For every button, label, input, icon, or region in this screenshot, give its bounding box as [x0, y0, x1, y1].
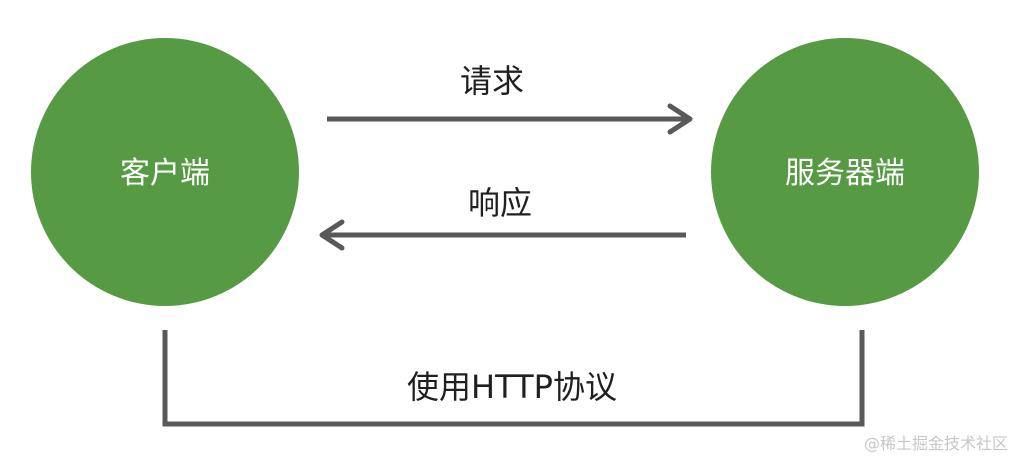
client-circle	[31, 38, 299, 306]
client-node: 客户端	[31, 38, 299, 306]
server-circle	[711, 38, 979, 306]
request-arrowhead-icon	[667, 103, 693, 135]
request-label: 请求	[460, 62, 524, 100]
response-edge: 响应	[319, 184, 686, 251]
protocol-edge: 使用HTTP协议	[162, 330, 865, 427]
response-label: 响应	[468, 184, 532, 222]
protocol-connector	[162, 330, 865, 427]
protocol-label: 使用HTTP协议	[407, 368, 617, 406]
server-label: 服务器端	[785, 156, 905, 191]
client-label: 客户端	[120, 156, 210, 191]
response-arrowhead-icon	[319, 219, 345, 251]
server-node: 服务器端	[711, 38, 979, 306]
request-edge: 请求	[327, 62, 693, 135]
watermark-text: @稀土掘金技术社区	[864, 434, 1008, 453]
